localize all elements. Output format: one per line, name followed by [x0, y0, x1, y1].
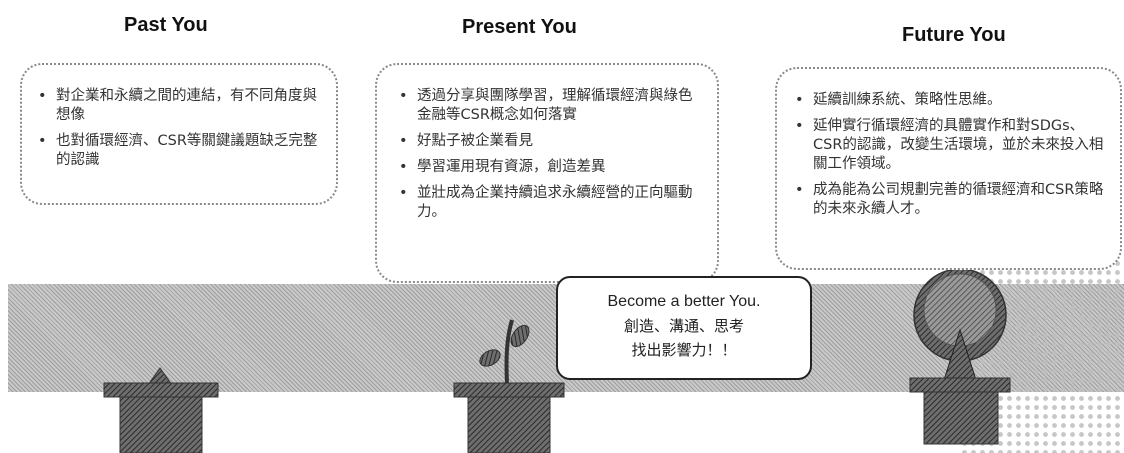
- stage-title-present: Present You: [462, 16, 577, 38]
- bubble-present: 透過分享與團隊學習，理解循環經濟與綠色金融等CSR概念如何落實 好點子被企業看見…: [375, 63, 719, 283]
- bullet-item: 學習運用現有資源，創造差異: [391, 158, 703, 177]
- bullet-item: 也對循環經濟、CSR等關鍵議題缺乏完整的認識: [30, 132, 322, 170]
- pot-present: [453, 319, 565, 453]
- callout-line-1: Become a better You.: [607, 293, 761, 310]
- bullet-item: 並壯成為企業持續追求永續經營的正向驅動力。: [391, 184, 703, 222]
- bullet-item: 延續訓練系統、策略性思維。: [787, 91, 1110, 110]
- bullet-item: 對企業和永續之間的連結，有不同角度與想像: [30, 87, 322, 125]
- bullet-list-present: 透過分享與團隊學習，理解循環經濟與綠色金融等CSR概念如何落實 好點子被企業看見…: [391, 87, 703, 222]
- bullet-item: 透過分享與團隊學習，理解循環經濟與綠色金融等CSR概念如何落實: [391, 87, 703, 125]
- stage-title-future: Future You: [902, 24, 1006, 46]
- stage-title-past: Past You: [124, 14, 208, 36]
- bullet-item: 成為能為公司規劃完善的循環經濟和CSR策略的未來永續人才。: [787, 181, 1110, 219]
- bullet-item: 好點子被企業看見: [391, 132, 703, 151]
- bullet-item: 延伸實行循環經濟的具體實作和對SDGs、CSR的認識，改變生活環境，並於未來投入…: [787, 117, 1110, 174]
- pot-future: [909, 268, 1011, 445]
- pot-past: [103, 367, 219, 453]
- bullet-list-past: 對企業和永續之間的連結，有不同角度與想像 也對循環經濟、CSR等關鍵議題缺乏完整…: [30, 87, 322, 170]
- callout-line-2: 創造、溝通、思考: [623, 317, 744, 335]
- bubble-past: 對企業和永續之間的連結，有不同角度與想像 也對循環經濟、CSR等關鍵議題缺乏完整…: [20, 63, 338, 205]
- callout-line-3: 找出影響力！！: [631, 341, 737, 359]
- callout-box: Become a better You. 創造、溝通、思考 找出影響力！！: [556, 276, 812, 380]
- bullet-list-future: 延續訓練系統、策略性思維。 延伸實行循環經濟的具體實作和對SDGs、CSR的認識…: [787, 91, 1110, 219]
- bubble-future: 延續訓練系統、策略性思維。 延伸實行循環經濟的具體實作和對SDGs、CSR的認識…: [775, 67, 1122, 270]
